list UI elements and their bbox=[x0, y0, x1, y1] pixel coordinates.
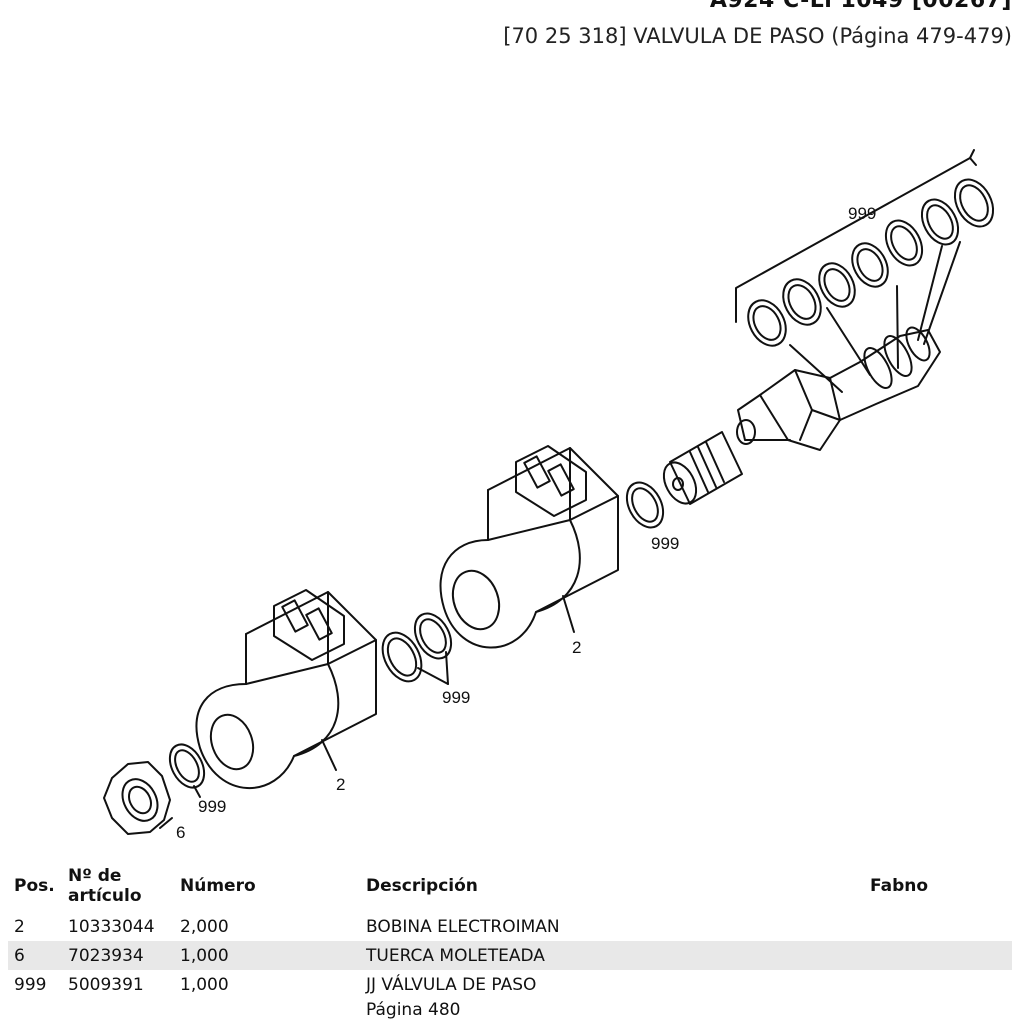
coil-left bbox=[195, 589, 377, 790]
header-article-line1: Nº de bbox=[68, 866, 122, 886]
o-ring-single bbox=[625, 481, 665, 529]
row-article: 7023934 bbox=[68, 946, 144, 966]
row-description: JJ VÁLVULA DE PASO bbox=[366, 975, 537, 995]
callout-coil-right: 2 bbox=[572, 638, 581, 657]
document-title: A924 C-Li 1049 [00267] bbox=[709, 0, 1012, 13]
o-ring-pair bbox=[381, 612, 453, 685]
callout-coil-left: 2 bbox=[336, 775, 345, 794]
row-subnote: Página 480 bbox=[366, 1000, 461, 1020]
header-article-line2: artículo bbox=[68, 886, 142, 906]
header-pos: Pos. bbox=[14, 876, 55, 896]
row-pos: 2 bbox=[14, 917, 25, 937]
callout-nut: 6 bbox=[176, 823, 185, 842]
callout-ring-left: 999 bbox=[198, 797, 226, 816]
row-description: TUERCA MOLETEADA bbox=[366, 946, 545, 966]
parts-table: Pos. Nº de artículo Número Descripción F… bbox=[0, 862, 1024, 1026]
header-description: Descripción bbox=[366, 876, 478, 896]
row-description: BOBINA ELECTROIMAN bbox=[366, 917, 560, 937]
header-fabno: Fabno bbox=[870, 876, 929, 896]
callout-ring-pair-middle: 999 bbox=[442, 688, 470, 707]
row-number: 2,000 bbox=[180, 917, 229, 937]
callout-ring-set-top: 999 bbox=[848, 204, 876, 223]
header-article: Nº de artículo bbox=[68, 866, 142, 906]
row-pos: 6 bbox=[14, 946, 25, 966]
header-number: Número bbox=[180, 876, 256, 896]
callout-ring-single-right: 999 bbox=[651, 534, 679, 553]
ring-set-bracket bbox=[735, 149, 977, 323]
row-pos: 999 bbox=[14, 975, 47, 995]
row-number: 1,000 bbox=[180, 975, 229, 995]
coil-right bbox=[439, 445, 619, 649]
row-article: 5009391 bbox=[68, 975, 144, 995]
table-row: 2 10333044 2,000 BOBINA ELECTROIMAN bbox=[0, 912, 1024, 941]
knurled-nut bbox=[103, 761, 173, 835]
valve-cartridge bbox=[736, 326, 941, 451]
o-ring-left bbox=[168, 743, 206, 798]
table-row: 999 5009391 1,000 JJ VÁLVULA DE PASO Pág… bbox=[0, 970, 1024, 1026]
table-row: 6 7023934 1,000 TUERCA MOLETEADA bbox=[8, 941, 1012, 970]
row-article: 10333044 bbox=[68, 917, 155, 937]
document-subtitle: [70 25 318] VALVULA DE PASO (Página 479-… bbox=[503, 24, 1012, 48]
o-ring-set bbox=[747, 178, 995, 393]
plunger bbox=[662, 431, 743, 505]
exploded-parts-diagram: 999 999 999 999 2 2 6 bbox=[0, 130, 1024, 850]
row-number: 1,000 bbox=[180, 946, 229, 966]
table-header-row: Pos. Nº de artículo Número Descripción F… bbox=[0, 862, 1024, 912]
